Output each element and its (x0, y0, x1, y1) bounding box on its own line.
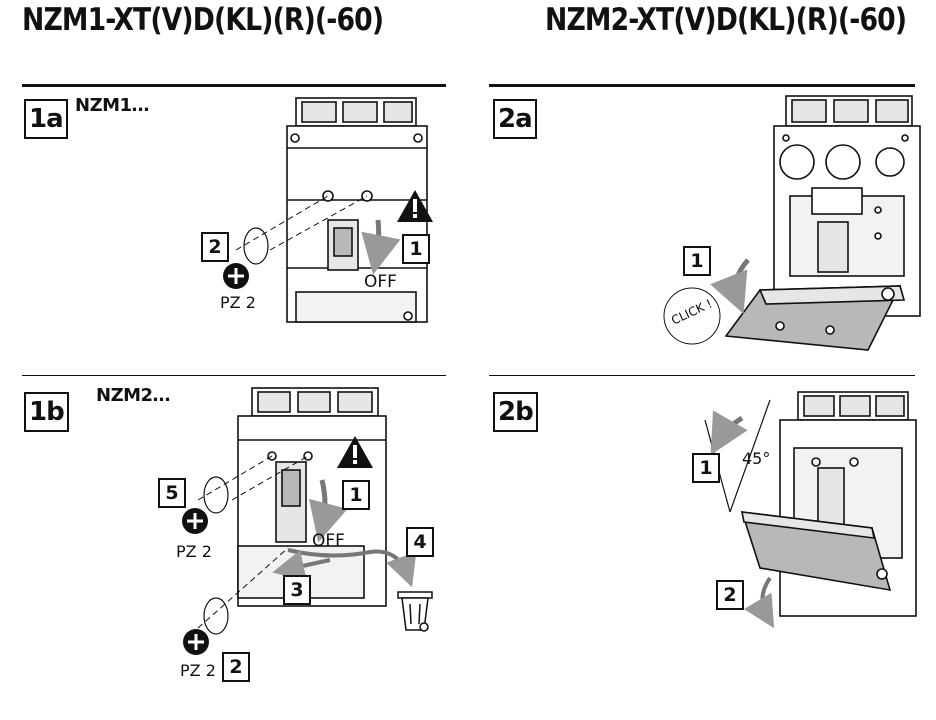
step-label-1a: 1a (24, 99, 68, 139)
divider-right (489, 375, 915, 376)
step-label-2b: 2b (493, 392, 538, 432)
down-arrow-icon-1b (308, 479, 348, 543)
title-left: NZM1-XT(V)D(KL)(R)(-60) (22, 2, 384, 38)
callout-4-1b: 4 (406, 527, 434, 557)
breaker-2a (773, 95, 921, 317)
open-cover-2a (724, 285, 906, 351)
screwdriver-bit-icon-1b-top (182, 508, 208, 534)
callout-2-1a: 2 (201, 232, 229, 262)
callout-2-2b: 2 (716, 580, 744, 610)
down-arrow-icon-2b (743, 576, 775, 629)
subtitle-1b: NZM2… (96, 385, 171, 406)
down-arrow-icon-2a (710, 258, 750, 314)
tilted-cover-2b (740, 511, 892, 592)
tool-label-1b-top: PZ 2 (176, 542, 212, 561)
section-rule-left (22, 84, 446, 87)
warning-icon (397, 190, 433, 222)
rotate-arrow-icon (243, 227, 269, 265)
curved-arrow-1b (287, 548, 417, 588)
trash-bin-icon (397, 591, 433, 632)
callout-3-1b: 3 (283, 575, 311, 605)
screwdriver-bit-icon (223, 263, 249, 289)
down-arrow-icon (361, 219, 401, 275)
callout-1-2b: 1 (692, 453, 720, 483)
off-label-1b: OFF (312, 531, 345, 551)
rotate-arrow-icon-2b (710, 410, 748, 456)
step-label-1b: 1b (24, 392, 69, 432)
callout-1-1a: 1 (402, 234, 430, 264)
breaker-1a (286, 97, 428, 323)
off-label-1a: OFF (364, 272, 397, 292)
click-bubble (663, 287, 721, 345)
divider-left (22, 375, 446, 376)
callout-5-1b: 5 (158, 478, 186, 508)
tool-label-1a: PZ 2 (220, 293, 256, 312)
angle-label: 45° (742, 449, 771, 468)
title-right: NZM2-XT(V)D(KL)(R)(-60) (545, 2, 907, 38)
callout-1-1b: 1 (342, 480, 370, 510)
step-label-2a: 2a (493, 99, 537, 139)
callout-2-1b: 2 (222, 652, 250, 682)
tool-label-1b-bottom: PZ 2 (180, 661, 216, 680)
section-rule-right (489, 84, 915, 87)
screwdriver-bit-icon-1b-bottom (183, 629, 209, 655)
subtitle-1a: NZM1… (75, 95, 150, 116)
warning-icon-1b (337, 436, 373, 468)
callout-1-2a: 1 (683, 246, 711, 276)
